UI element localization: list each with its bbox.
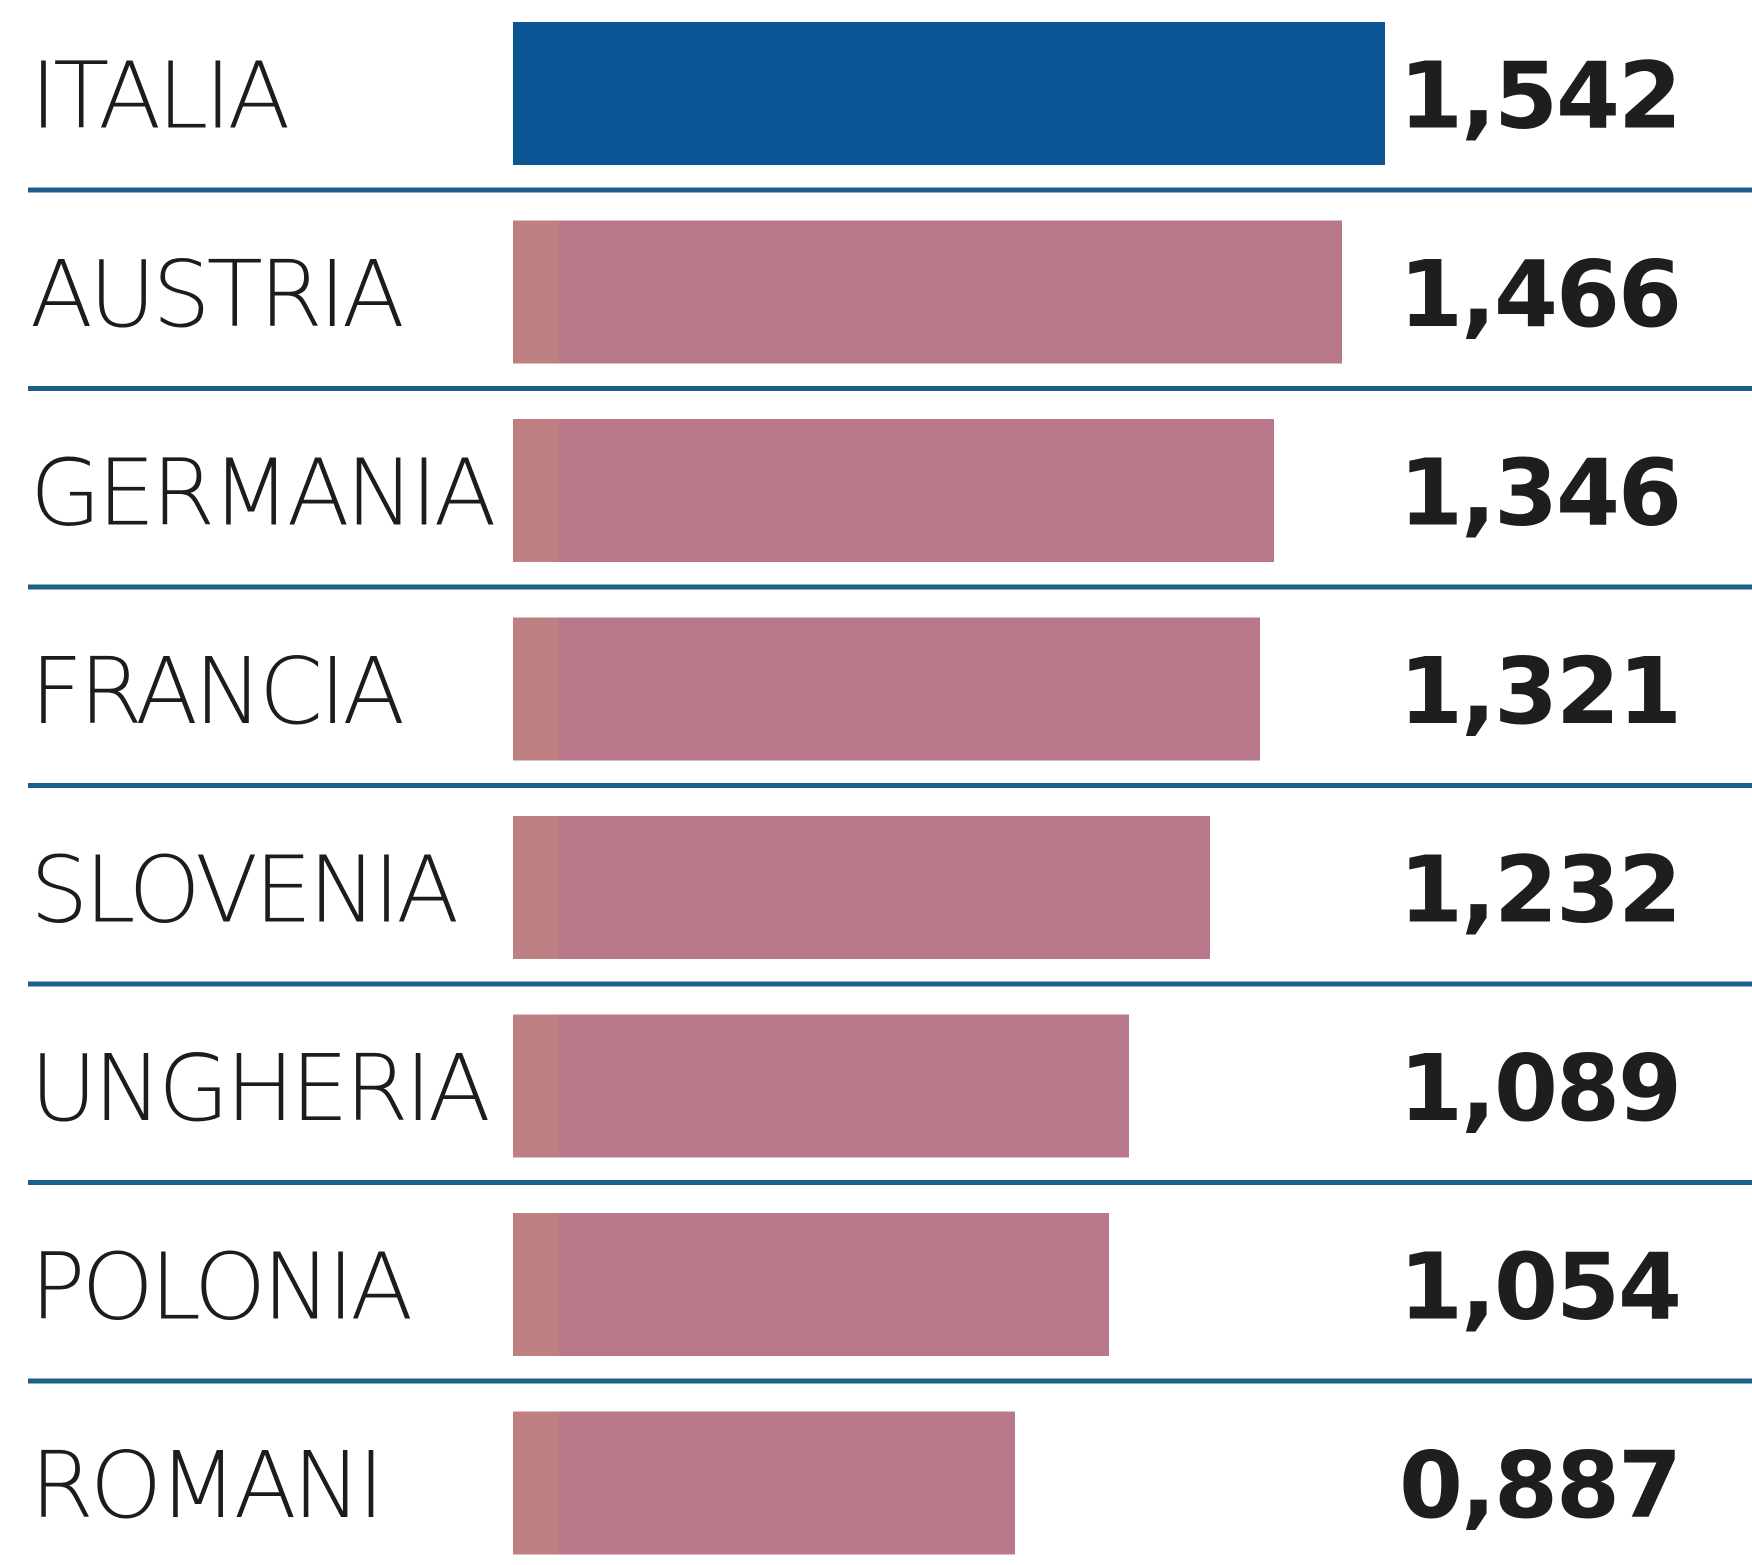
value-label-italia: 1,542: [1399, 43, 1680, 150]
value-label-slovenia: 1,232: [1399, 837, 1680, 944]
category-label-italia: ITALIA: [30, 43, 288, 150]
bar-accent-slovenia: [513, 816, 559, 959]
category-label-ungheria: UNGHERIA: [30, 1035, 488, 1142]
category-labels: ITALIA AUSTRIA GERMANIA FRANCIA SLOVENIA UNGH…: [30, 43, 498, 1540]
value-labels: 1,542 1,466 1,346 1,321 1,232 1,089 1,054 0,887: [1399, 43, 1682, 1540]
bar-accent-ungheria: [513, 1014, 559, 1158]
value-label-romani: 0,887: [1399, 1432, 1680, 1539]
value-label-polonia: 1,054: [1399, 1234, 1680, 1341]
row-separators: [28, 187, 1752, 1384]
value-label-ungheria: 1,089: [1399, 1035, 1680, 1142]
category-label-germania: GERMANIA: [30, 440, 494, 547]
bar-francia: [513, 617, 1260, 761]
category-label-francia: FRANCIA: [30, 638, 402, 745]
category-label-slovenia: SLOVENIA: [30, 837, 456, 944]
value-label-austria: 1,466: [1399, 241, 1680, 348]
value-label-germania: 1,346: [1399, 440, 1680, 547]
bar-accent-polonia: [513, 1213, 559, 1356]
category-label-romani: ROMANI: [30, 1432, 381, 1539]
bar-accent-romani: [513, 1411, 559, 1555]
category-label-polonia: POLONIA: [30, 1234, 410, 1341]
bar-accent-germania: [513, 419, 559, 562]
value-label-francia: 1,321: [1399, 638, 1680, 745]
bar-ungheria: [513, 1014, 1129, 1158]
bar-polonia: [513, 1213, 1109, 1356]
bar-germania: [513, 419, 1274, 562]
bar-romani: [513, 1411, 1015, 1555]
bar-accent-austria: [513, 220, 559, 364]
category-label-austria: AUSTRIA: [30, 241, 402, 348]
bars-group: [513, 22, 1385, 1555]
bar-italia: [513, 22, 1385, 165]
bar-slovenia: [513, 816, 1210, 959]
bar-accent-francia: [513, 617, 559, 761]
bar-austria: [513, 220, 1342, 364]
